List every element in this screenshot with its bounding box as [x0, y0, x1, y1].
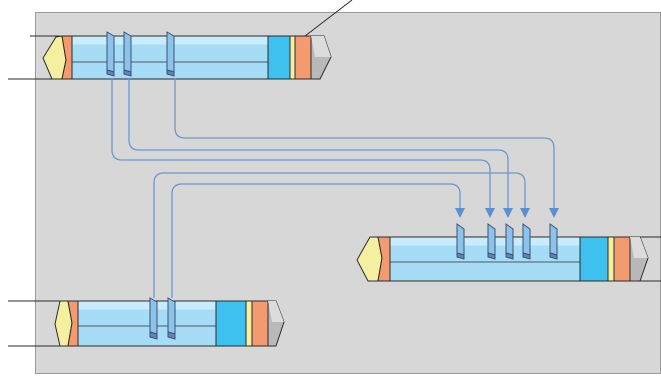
tape-segment-bright: [579, 236, 609, 282]
marker: [106, 31, 115, 73]
connector-arrows: [111, 78, 555, 298]
arrowhead: [549, 208, 559, 218]
source-tape-top: [8, 31, 332, 80]
marker: [149, 297, 158, 335]
connector-path: [128, 78, 509, 210]
tape-band-orange: [61, 35, 73, 80]
marker: [487, 252, 496, 260]
tape-markers: [149, 297, 176, 340]
arrowhead: [520, 208, 530, 218]
marker: [549, 252, 558, 260]
tape-body-highlight: [390, 237, 580, 246]
marker: [487, 223, 496, 256]
marker: [456, 252, 465, 260]
tape-end-highlight: [311, 36, 331, 57]
tape-band-orange: [377, 236, 391, 282]
marker: [123, 69, 132, 77]
marker: [456, 223, 465, 256]
source-tape-bottom: [8, 297, 285, 347]
marker: [549, 223, 558, 256]
arrowhead: [455, 208, 465, 218]
tape-markers: [106, 31, 175, 77]
tape-segment-yellow: [607, 236, 615, 282]
marker: [123, 31, 132, 73]
tape-end-highlight: [268, 301, 284, 322]
marker: [522, 252, 531, 260]
tape-segment-yellow: [245, 300, 253, 347]
arrowhead: [485, 208, 495, 218]
marker: [167, 297, 176, 335]
tape-body-highlight: [78, 301, 216, 310]
marker: [166, 69, 175, 77]
tape-end-highlight: [630, 237, 648, 258]
arrowhead: [503, 208, 513, 218]
tape-segment-orange: [251, 300, 269, 347]
tape-band-orange: [67, 300, 79, 347]
target-tape-middle-right: [356, 223, 661, 282]
tape-segment-orange: [613, 236, 631, 282]
connector-path: [171, 183, 461, 298]
marker: [505, 252, 514, 260]
marker: [522, 223, 531, 256]
tape-segment-orange: [294, 35, 312, 80]
connector-path: [153, 172, 526, 298]
arrowheads: [455, 208, 559, 218]
marker: [505, 223, 514, 256]
connector-path: [174, 78, 555, 210]
marker: [106, 69, 115, 77]
tape-segment-yellow: [289, 35, 296, 80]
tape-segment-bright: [267, 35, 291, 80]
tape-markers: [456, 223, 558, 260]
marker: [149, 331, 158, 340]
connector-path: [111, 78, 491, 210]
marker: [166, 31, 175, 73]
tape-segment-bright: [215, 300, 247, 347]
marker: [167, 331, 176, 340]
